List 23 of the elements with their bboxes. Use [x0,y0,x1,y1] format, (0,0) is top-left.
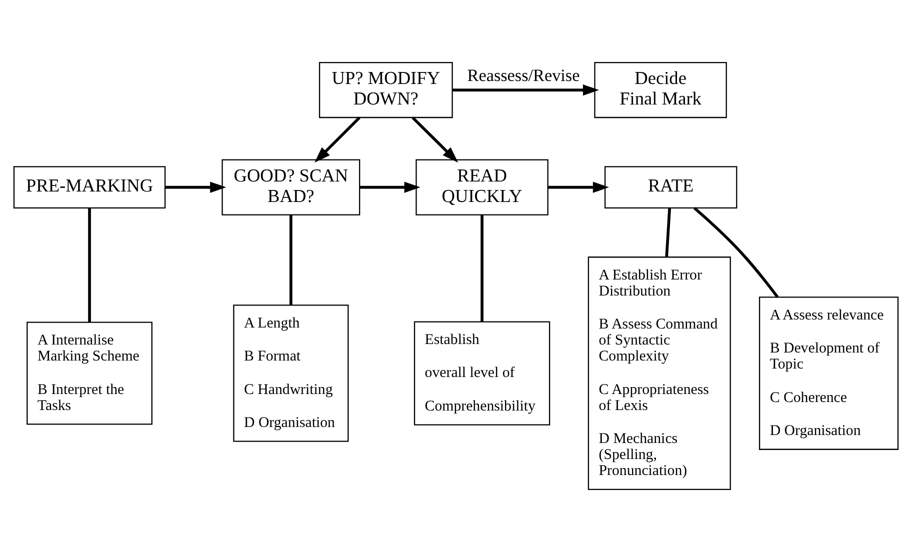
arrow [452,84,599,96]
node-box: READ QUICKLY [415,159,548,216]
arrow [548,182,608,193]
node-box: A Assess relevance B Development of Topic C Coherence D Organisation [758,296,898,450]
node-box: RATE [604,166,737,208]
connector [289,215,292,305]
connector [664,208,671,258]
node-box: GOOD? SCAN BAD? [221,159,360,216]
arrow [314,116,360,163]
connector [692,207,778,298]
node-box: PRE-MARKING [12,166,166,208]
node-box: A Internalise Marking Scheme B Interpret the Tasks [26,322,152,425]
node-box: A Establish Error Distribution B Assess Command of Syntactic Complexity C Appropriateness of Lexis D Mechanics (Spelling, Pronunciation) [587,256,730,490]
arrow [411,116,458,163]
edge-label: Reassess/Revise [466,66,580,85]
arrow [359,182,420,193]
node-box: UP? MODIFY DOWN? [318,62,452,118]
node-box: Establish overall level of Comprehensibility [413,321,550,426]
connector [480,215,483,322]
node-box: Decide Final Mark [594,62,726,118]
node-box: A Length B Format C Handwriting D Organisation [232,304,348,442]
connector [88,208,90,322]
arrow [164,182,226,193]
